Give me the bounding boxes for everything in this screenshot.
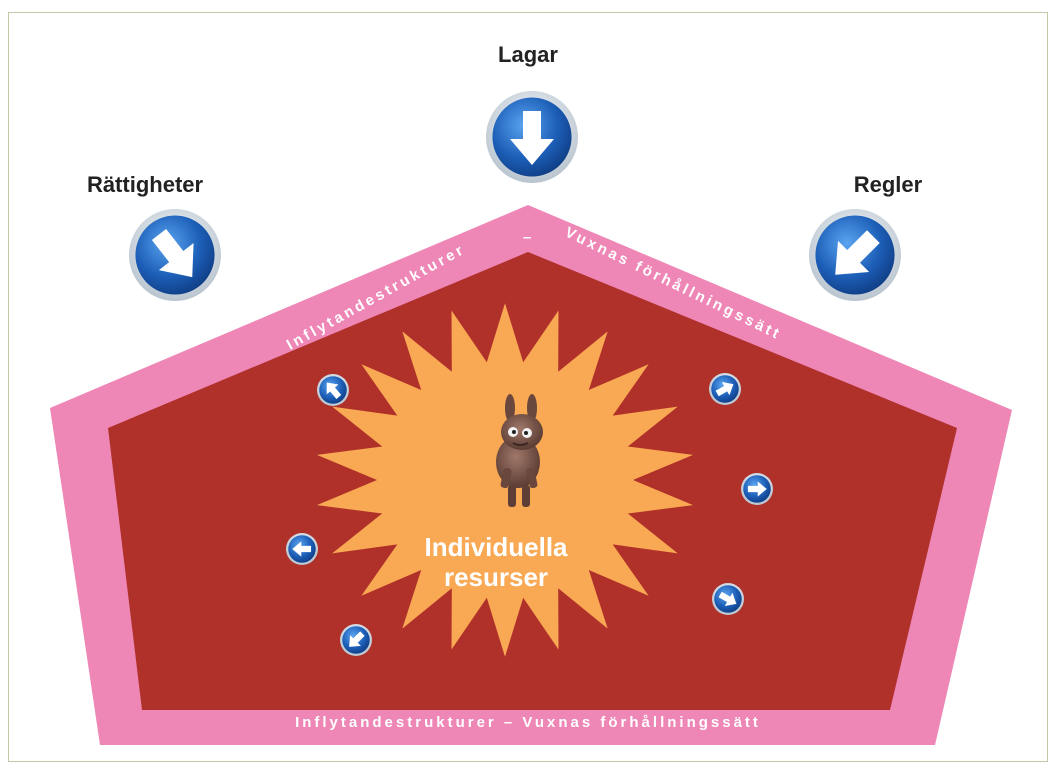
band-label-dash: – (523, 229, 534, 246)
arrow-sign-icon-down (486, 91, 578, 183)
small-arrow-sign-icon (712, 583, 744, 615)
small-arrow-sign-icon (741, 473, 773, 505)
small-arrow-sign-icon (317, 374, 349, 406)
band-label-bottom: Inflytandestrukturer – Vuxnas förhållnin… (295, 714, 761, 731)
small-arrow-sign-icon (286, 533, 318, 565)
figure-icon (496, 394, 543, 507)
label-lagar: Lagar (498, 42, 558, 67)
label-rattigheter: Rättigheter (87, 172, 204, 197)
label-regler: Regler (854, 172, 923, 197)
center-label-line1: Individuella (424, 532, 568, 562)
small-arrow-sign-icon (709, 373, 741, 405)
center-label-line2: resurser (444, 562, 548, 592)
small-arrow-sign-icon (340, 624, 372, 656)
arrow-sign-icon-down-left (809, 209, 901, 301)
arrow-sign-icon-down-right (129, 209, 221, 301)
